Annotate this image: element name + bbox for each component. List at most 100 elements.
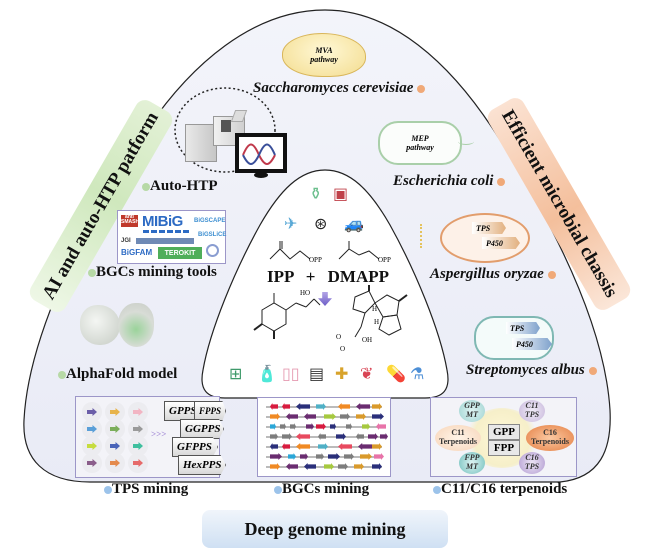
gene-arrow xyxy=(338,463,348,470)
c16-tps-oval: C16 TPS xyxy=(519,452,545,474)
p450-gene-arrow: P450 xyxy=(482,237,520,249)
gene-arrow xyxy=(304,463,316,470)
img-abc-logo xyxy=(136,238,194,244)
bullet-dot xyxy=(142,182,150,191)
bullet-dot xyxy=(433,485,441,494)
bullet-dot xyxy=(417,84,426,93)
gene-arrow xyxy=(288,453,296,460)
auto-htp-label: Auto-HTP xyxy=(142,178,218,195)
gene-arrow xyxy=(358,443,372,450)
enzyme-circle xyxy=(105,419,125,439)
mibig-arrows xyxy=(143,230,191,233)
c11-c16-terpenoids-label: C11/C16 terpenoids xyxy=(433,481,567,498)
jgi-logo: JGI xyxy=(121,238,131,244)
mep-pathway-label: MEP pathway xyxy=(406,134,434,152)
enzyme-circle xyxy=(105,402,125,422)
p450-gene-arrow: P450 xyxy=(512,338,552,350)
mva-pathway-label: MVA pathway xyxy=(310,46,338,64)
c11-terpenoid-structure xyxy=(253,293,321,339)
dmapp-opp-label: OPP xyxy=(378,256,391,264)
gene-arrow xyxy=(270,423,276,430)
h-label-2: H xyxy=(374,318,380,326)
fpp-mt-oval: FPP MT xyxy=(459,452,485,474)
chevrons-icon: >>> xyxy=(151,429,167,439)
protein-structure-icon-2 xyxy=(118,303,154,347)
enzyme-circle xyxy=(128,419,148,439)
ecoli-cell-icon: MEP pathway xyxy=(378,121,462,165)
gene-arrow xyxy=(372,463,382,470)
bullet-dot xyxy=(274,485,282,494)
gene-arrow xyxy=(306,423,314,430)
monitor-stand-icon xyxy=(254,172,268,178)
hexpps-arrow: HexPPS xyxy=(178,455,226,475)
enzyme-circle xyxy=(105,436,125,456)
bullet-dot xyxy=(497,177,506,186)
airplane-icon: ✈ xyxy=(284,214,298,233)
dna-helix-icon xyxy=(242,143,276,165)
vitamin-bottle-icon: ⚗ xyxy=(410,364,425,383)
gene-arrow xyxy=(316,403,326,410)
gene-arrow xyxy=(296,433,310,440)
streptomyces-cell-icon: TPS P450 xyxy=(474,316,554,360)
bullet-dot xyxy=(58,370,66,379)
tire-icon: ⊛ xyxy=(314,214,328,233)
gene-arrow xyxy=(304,413,316,420)
gene-arrow xyxy=(356,403,370,410)
bigscape-logo: BiGSCAPE xyxy=(194,218,226,224)
aspergillus-cell-icon: TPS P450 xyxy=(440,213,530,263)
gene-cluster-row xyxy=(266,433,388,440)
aspergillus-label: Aspergillus oryzae xyxy=(430,266,556,283)
bgcs-mining-label: BGCs mining xyxy=(274,481,369,498)
enzyme-circle xyxy=(105,453,125,473)
gene-arrow xyxy=(280,423,286,430)
enzyme-circle xyxy=(128,402,148,422)
tps-mining-panel: >>> GPPS FPPS GGPPS GFPPS HexPPS xyxy=(75,396,226,478)
gene-arrow xyxy=(318,433,326,440)
gene-arrow xyxy=(376,423,386,430)
flagellum-icon xyxy=(458,138,474,145)
c16-terpenoid-structure xyxy=(352,285,408,338)
spray-bottle-icon: 🧴 xyxy=(257,364,277,383)
gene-arrow xyxy=(324,413,336,420)
gene-cluster-row xyxy=(266,463,382,470)
gene-arrow xyxy=(330,423,336,430)
car-icon: 🚙 xyxy=(344,214,364,233)
enzyme-circle xyxy=(82,453,102,473)
gene-arrow xyxy=(270,403,278,410)
oh-label: OH xyxy=(362,336,373,344)
magnifier-icon xyxy=(206,244,219,257)
gene-arrow xyxy=(328,453,340,460)
ipp-label: IPP xyxy=(267,267,294,286)
hyphae-icon xyxy=(420,224,442,248)
gene-arrow xyxy=(356,413,366,420)
tps-gene-arrow: TPS xyxy=(506,322,540,334)
mibig-logo: MIBiG xyxy=(142,213,183,230)
gene-arrow xyxy=(270,443,278,450)
gene-arrow xyxy=(368,433,378,440)
gene-arrow xyxy=(296,443,310,450)
monitor-icon xyxy=(235,133,287,173)
enzyme-circle xyxy=(82,436,102,456)
escherichia-label: Escherichia coli xyxy=(393,173,506,190)
auto-htp-dotted-loop xyxy=(174,87,276,173)
cosmetics-icon: ▯▯ xyxy=(282,364,300,383)
ggpps-arrow: GGPPS xyxy=(180,419,224,439)
plus-sign: + xyxy=(305,267,316,286)
gene-arrow xyxy=(290,423,296,430)
gene-arrow xyxy=(346,423,352,430)
gene-cluster-row xyxy=(266,453,384,460)
gene-arrow xyxy=(324,463,334,470)
dmapp-label: DMAPP xyxy=(327,267,390,286)
gene-arrow xyxy=(286,463,298,470)
gene-arrow xyxy=(296,403,310,410)
gene-arrow xyxy=(338,403,350,410)
c11-tps-oval: C11 TPS xyxy=(519,400,545,422)
h-label-1: H xyxy=(372,305,378,313)
gene-cluster-row xyxy=(266,413,384,420)
bgc-gene-clusters-panel xyxy=(257,397,391,477)
gene-arrow xyxy=(338,443,352,450)
gene-arrow xyxy=(362,423,370,430)
c11-terpenoids-oval: C11 Terpenoids xyxy=(435,425,481,451)
